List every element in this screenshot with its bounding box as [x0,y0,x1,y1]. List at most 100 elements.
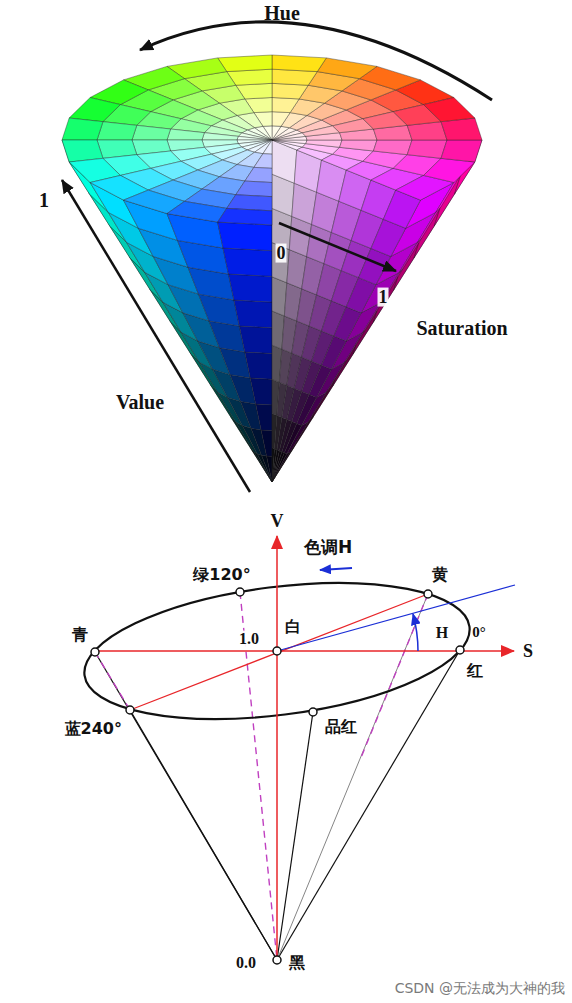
hue-direction-line [277,585,515,651]
color-vertex-label: 蓝240° [64,721,123,738]
cone-top-cell [373,140,412,155]
vertex-dot [424,590,432,598]
complement-line [130,594,428,710]
cone-cut-face [297,394,317,425]
cone-top-cell [218,208,272,225]
cone-top-cell [69,98,120,122]
cone-top-cell [424,158,475,182]
cone-top-cell [97,122,137,140]
value-mark: 1.0 [238,631,260,648]
vertex-dot [273,647,281,655]
axis-title: Value [115,392,165,413]
cone-cut-face [334,307,361,341]
hue-direction-arrow [320,568,352,570]
cone-side-facet [254,452,272,482]
cone-top-cell [340,140,377,151]
scale-value: 1 [38,190,50,211]
color-vertex-label: 黑 [288,955,306,972]
axis-title: Saturation [415,318,508,339]
hsv-cone [62,55,482,482]
angle-label: H [435,625,449,642]
saturation-arrow [279,223,396,271]
s-axis [95,650,514,652]
vertex-dot [273,956,281,964]
cone-side-facet [256,404,272,431]
cone-cut-face [284,424,301,454]
value-arrow [62,180,250,492]
hue-angle-arc [413,614,418,651]
cone-side-facet [414,208,440,258]
hue-label: 色调H [303,539,353,557]
angle-label: 0° [471,625,487,641]
cone-edge [277,650,460,960]
cone-top-cell [167,201,227,222]
cone-side-facet [267,456,272,482]
cone-top-cell [236,181,272,197]
cone-top-cell [227,195,272,211]
cone-top-cell [218,55,272,72]
cone-side-facet [223,248,272,276]
axis-name: S [522,642,534,661]
v-axis [276,536,278,960]
cone-side-facet [239,326,272,353]
cone-top-cell [272,69,317,85]
cone-top-cell [132,125,171,140]
cone-top-cell [407,140,447,158]
vertex-dot [309,708,317,716]
axis-title: Hue [263,2,301,23]
cone-side-facet [373,277,398,322]
cone-top-cell [254,154,272,169]
cone-top-cell [306,140,342,147]
cone-top-cell [202,133,238,140]
cone-side-facet [245,352,272,379]
cone-top-cell [62,118,103,140]
color-vertex-label: 青 [71,627,89,644]
color-vertex-label: 白 [284,619,302,636]
axis-name: V [270,512,285,531]
cone-top-cell [237,136,272,140]
hsv-line-cone [77,536,515,964]
vertex-dot [126,706,134,714]
cone-top-cell [272,98,299,113]
cone-cut-face [272,453,287,482]
cone-side-facet [257,454,272,482]
cone-edge [95,652,277,960]
cone-side-facet [250,378,272,405]
cone-cut-face [321,336,346,369]
cone-side-facet [262,455,273,482]
vertex-points [91,588,464,964]
color-vertex-label: 绿120° [192,567,251,584]
cone-side-facet [394,243,419,290]
cone-edge [277,594,428,960]
cone-side-facet [234,300,272,328]
watermark: CSDN @无法成为大神的我 [394,981,566,996]
hue-arrow [140,22,492,100]
cone-cut-face [309,365,331,397]
cone-top-cell [424,98,475,122]
cone-side-facet [229,274,272,302]
cone-edge [277,712,313,960]
vertex-dot [456,646,464,654]
cone-top-cell [167,129,204,140]
cone-top-cell [255,140,273,154]
color-vertex-label: 红 [466,663,484,680]
scale-value: 0 [276,244,287,263]
color-vertex-label: 品红 [324,719,358,736]
scale-value: 1 [378,288,389,307]
cone-side-facet [261,430,272,456]
vertex-dot [91,648,99,656]
cone-top-cell [272,55,326,72]
cone-top-cell [245,167,272,182]
cone-side-facet [272,448,293,482]
vertex-dot [236,588,244,596]
value-mark: 0.0 [235,955,257,972]
cone-top-cell [272,133,306,140]
color-vertex-label: 黄 [431,567,449,584]
cone-top-cell [272,112,290,127]
cone-top-cell [263,140,272,154]
cone-top-cell [272,83,308,99]
cone-top-cell [272,140,307,144]
cone-top-cell [441,140,482,162]
